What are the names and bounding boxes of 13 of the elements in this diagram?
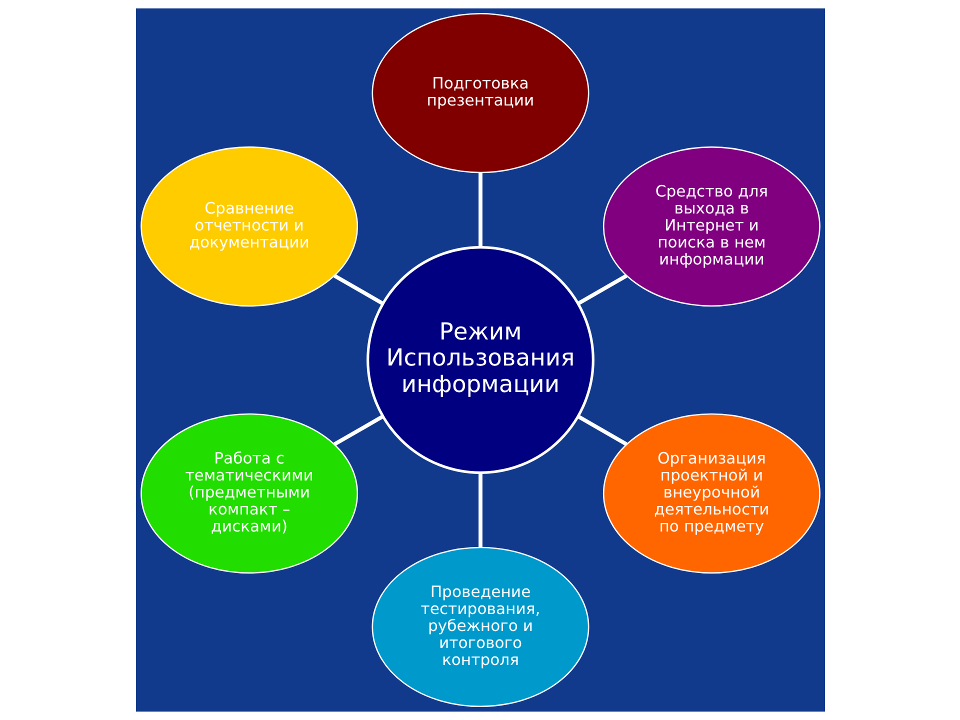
node-ellipse: Сравнение отчетности и документации <box>140 146 358 307</box>
connector <box>333 274 384 306</box>
node-ellipse: Подготовка презентации <box>371 12 589 174</box>
node-ellipse: Организация проектной и внеурочной деятельности по предмету <box>602 413 820 574</box>
connector <box>576 414 627 446</box>
node-ellipse: Работа с тематическими (предметными компакт – дисками) <box>140 413 358 574</box>
connector <box>333 414 384 446</box>
connector <box>478 172 482 248</box>
connector <box>478 472 482 548</box>
node-ellipse: Средство для выхода в Интернет и поиска в нем информации <box>602 146 820 307</box>
node-circle: Режим Использования информации <box>366 246 594 474</box>
node-ellipse: Проведение тестирования, рубежного и итогового контроля <box>371 546 589 708</box>
connector <box>576 274 627 306</box>
